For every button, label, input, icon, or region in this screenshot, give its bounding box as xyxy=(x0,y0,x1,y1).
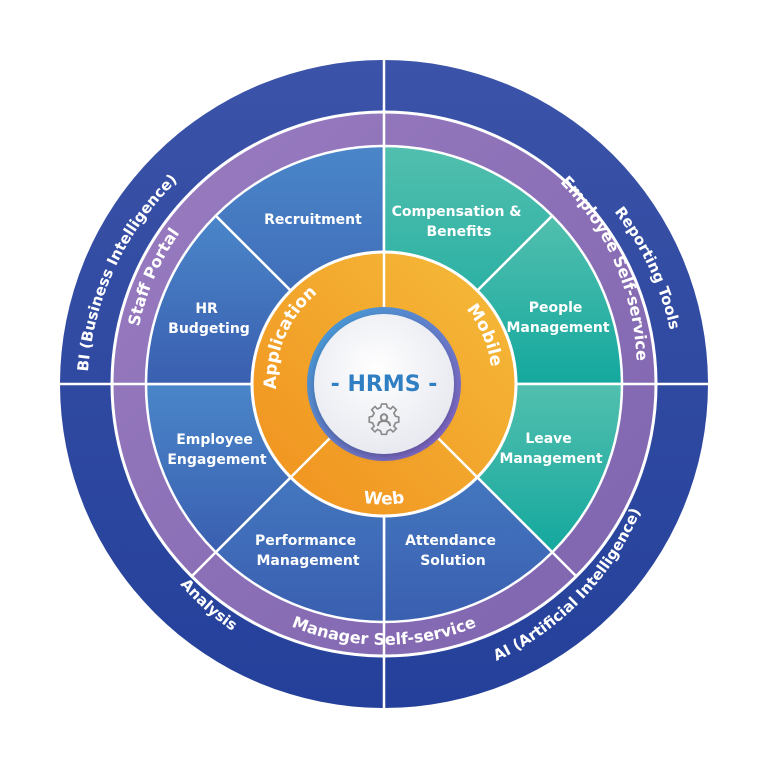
outer-ring-dividers xyxy=(60,60,708,708)
module-people-line1: People xyxy=(529,300,583,316)
module-label-attendance: Attendance Solution xyxy=(405,533,501,569)
hub-title: - HRMS - xyxy=(331,372,438,397)
platform-dividers xyxy=(289,252,479,479)
module-compensation-line1: Compensation & xyxy=(392,204,522,220)
module-label-recruitment: Recruitment xyxy=(264,212,362,228)
module-engagement-line1: Employee xyxy=(176,432,253,448)
module-label-people: People Management xyxy=(506,300,609,336)
module-label-performance: Performance Management xyxy=(255,533,361,569)
module-labels: Recruitment Compensation & Benefits Peop… xyxy=(167,204,609,569)
platform-label-web: Web xyxy=(363,488,406,510)
module-budgeting-line1: HR xyxy=(195,301,218,317)
module-recruitment-line1: Recruitment xyxy=(264,212,362,228)
module-attendance-line2: Solution xyxy=(420,553,486,569)
hub xyxy=(314,314,454,454)
module-performance-line2: Management xyxy=(256,553,359,569)
module-label-engagement: Employee Engagement xyxy=(167,432,267,468)
gear-person-icon xyxy=(368,403,400,436)
module-compensation-line2: Benefits xyxy=(426,224,491,240)
module-budgeting-line2: Budgeting xyxy=(168,321,250,337)
module-performance-line1: Performance xyxy=(255,533,356,549)
module-label-leave: Leave Management xyxy=(499,431,602,467)
wedge-extensions xyxy=(112,112,656,656)
module-engagement-line2: Engagement xyxy=(167,452,267,468)
module-label-budgeting: HR Budgeting xyxy=(168,301,250,337)
module-people-line2: Management xyxy=(506,320,609,336)
module-attendance-line1: Attendance xyxy=(405,533,496,549)
module-leave-line1: Leave xyxy=(525,431,571,447)
module-leave-line2: Management xyxy=(499,451,602,467)
module-label-compensation: Compensation & Benefits xyxy=(392,204,527,240)
